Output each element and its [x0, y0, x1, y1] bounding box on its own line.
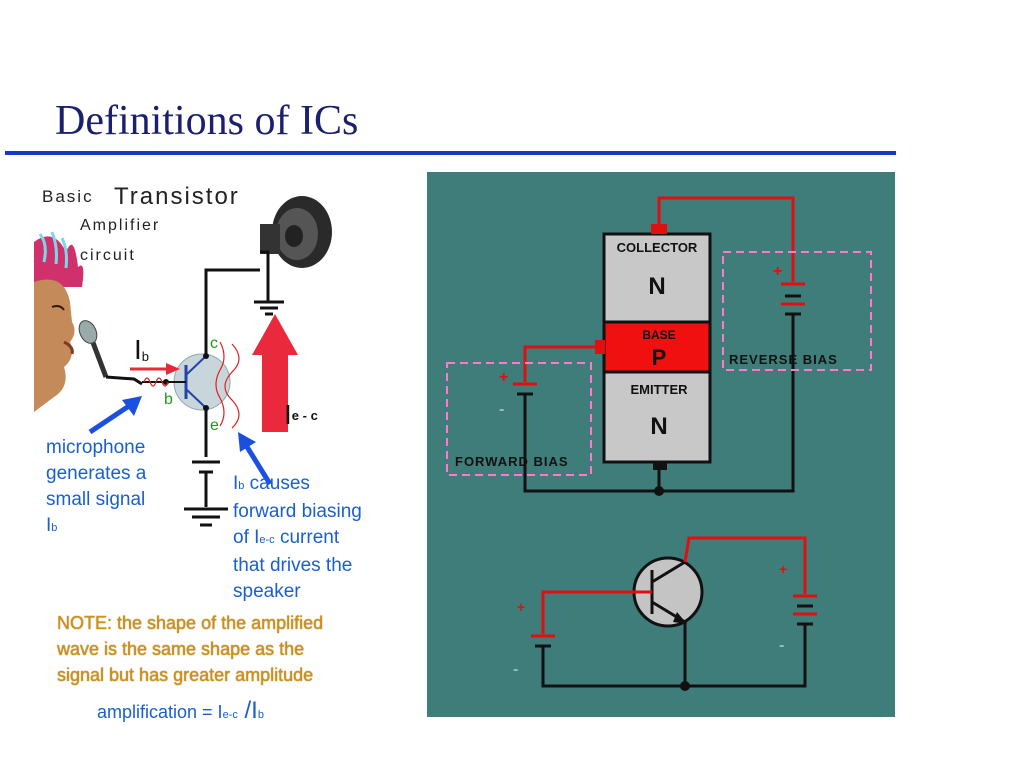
bias-caption-line-3: of Ie-c current — [233, 527, 340, 548]
bottom-left-minus-sign: - — [513, 661, 518, 678]
heading-transistor: Transistor — [114, 183, 240, 210]
bottom-right-plus-sign: + — [779, 561, 787, 577]
slide-title: Definitions of ICs — [55, 98, 359, 144]
bottom-left-return — [541, 646, 685, 688]
bias-caption-line-1: Ib causes — [233, 473, 310, 494]
collector-region — [602, 232, 712, 324]
heading-circuit: circuit — [80, 247, 136, 264]
heading-amplifier: Amplifier — [80, 217, 160, 234]
bottom-right-minus-sign: - — [779, 637, 784, 654]
forward-bias-label: FORWARD BIAS — [455, 454, 569, 469]
bottom-ground-junction — [680, 681, 690, 691]
note-line-1: NOTE: the shape of the amplified — [57, 613, 324, 633]
reverse-bias-wires — [657, 196, 795, 282]
forward-bias-wires — [523, 345, 595, 382]
bias-caption-line-4: that drives the — [233, 555, 353, 576]
amplifier-diagram: Basic Transistor Amplifier circuit — [34, 183, 332, 527]
microphone-icon — [78, 320, 143, 386]
mic-caption-line-2: generates a — [46, 463, 147, 484]
bias-caption: Ib causes forward biasing of Ie-c curren… — [233, 471, 362, 605]
collector-terminal — [651, 224, 667, 234]
npn-bias-diagram: COLLECTOR N BASE P EMITTER N + REVERSE B… — [427, 172, 895, 717]
reverse-bias-label: REVERSE BIAS — [729, 352, 838, 367]
collector-type: N — [648, 273, 665, 300]
bottom-collector-wire — [683, 536, 807, 594]
emitter-type: N — [650, 413, 667, 440]
reverse-bias-box — [722, 251, 872, 371]
mic-caption-line-3: small signal — [46, 489, 146, 510]
ground-junction — [654, 486, 664, 496]
note-line-3: signal but has greater amplitude — [57, 665, 314, 685]
base-type: P — [652, 345, 667, 370]
reverse-bias-return — [659, 314, 795, 493]
mic-caption: microphone generates a small signal Ib — [46, 435, 146, 541]
npn-bias-figure: COLLECTOR N BASE P EMITTER N + REVERSE B… — [427, 172, 895, 717]
iec-label: Ie - c — [284, 399, 318, 430]
ib-label: Ib — [134, 334, 149, 365]
collector-label: COLLECTOR — [617, 240, 698, 255]
amplification-note: NOTE: the shape of the amplified wave is… — [57, 610, 387, 688]
forward-bias-return — [523, 394, 661, 493]
transistor-amplifier-figure: Basic Transistor Amplifier circuit — [34, 172, 414, 732]
bias-caption-line-2: forward biasing — [233, 501, 362, 522]
forward-plus-sign: + — [499, 369, 508, 386]
reverse-plus-sign: + — [773, 263, 782, 280]
forward-minus-sign: - — [499, 401, 504, 418]
title-underline — [5, 151, 896, 155]
singer-illustration — [34, 231, 84, 412]
circuit-wires — [184, 250, 284, 527]
mic-pointer-arrow-icon — [122, 396, 142, 416]
transistor-symbol — [142, 341, 240, 429]
speaker-icon — [260, 196, 332, 268]
note-line-2: wave is the same shape as the — [57, 639, 305, 659]
terminal-b-label: b — [164, 391, 173, 408]
base-label: BASE — [642, 328, 675, 342]
amplification-formula: amplification = Ie-c /Ib — [97, 697, 264, 724]
terminal-c-label: c — [210, 335, 218, 352]
mic-caption-line-1: microphone — [46, 437, 146, 458]
emitter-terminal — [653, 462, 667, 470]
iec-arrow-icon — [252, 314, 298, 432]
heading-basic: Basic — [42, 187, 94, 206]
bottom-base-wire — [541, 590, 652, 634]
bottom-left-plus-sign: + — [517, 599, 525, 615]
base-terminal — [595, 340, 605, 354]
emitter-label: EMITTER — [630, 382, 688, 397]
bottom-right-return — [683, 622, 807, 688]
terminal-e-label: e — [210, 417, 219, 434]
emitter-region — [602, 370, 712, 464]
bias-caption-line-5: speaker — [233, 581, 301, 602]
bias-pointer-arrow-icon — [238, 432, 256, 452]
forward-bias-box — [446, 362, 592, 476]
ib-arrow-icon — [166, 363, 180, 375]
mic-caption-line-4: Ib — [46, 515, 58, 536]
